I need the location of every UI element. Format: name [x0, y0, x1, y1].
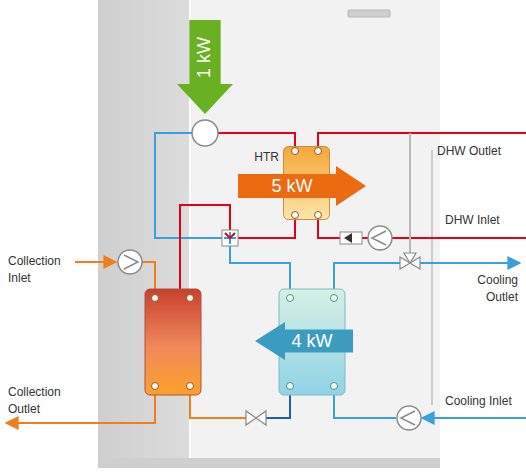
- port-label: Collection Inlet: [8, 253, 70, 287]
- evap-pipe: [230, 246, 290, 297]
- arrow-body: [255, 322, 353, 360]
- port-label: Cooling Outlet: [452, 272, 518, 306]
- check-valve: [340, 232, 362, 244]
- pump-symbols: [118, 226, 421, 430]
- expansion-valve: [246, 411, 266, 425]
- cabinet-base: [98, 458, 440, 468]
- cooling-inlet-pipe: [422, 417, 526, 419]
- condenser-pipe: [180, 205, 230, 297]
- dhw-inlet-pipe: [392, 237, 526, 239]
- port: [292, 148, 299, 155]
- power-value: 1 kW: [194, 36, 215, 77]
- hot-gas-pipe: [218, 133, 295, 150]
- pipes: [6, 133, 526, 423]
- power-value: 4 kW: [291, 331, 332, 352]
- power-value: 5 kW: [271, 176, 312, 197]
- collection-heat-exchanger: [145, 289, 201, 395]
- port-label: Cooling Inlet: [445, 393, 523, 410]
- port-label: Collection Outlet: [8, 384, 70, 418]
- power-arrow: 1 kW: [177, 20, 233, 114]
- ports: [287, 295, 338, 390]
- three-way-valve: [400, 253, 420, 269]
- port-label: DHW Inlet: [445, 212, 523, 229]
- ports: [152, 295, 194, 390]
- cabinet: [98, 0, 440, 458]
- bypass-pipe: [409, 133, 411, 255]
- port: [292, 212, 299, 219]
- compressor: [192, 120, 218, 146]
- arrow-body: [238, 166, 366, 206]
- component-label: HTR: [254, 150, 279, 164]
- check-valve-symbol: [344, 233, 352, 243]
- cooling-outlet-pipe: [418, 262, 520, 264]
- suction-pipe: [155, 133, 222, 238]
- collection-inlet-pipe: [75, 261, 116, 263]
- port: [315, 212, 322, 219]
- cooling-arrow: 4 kW: [255, 322, 353, 360]
- panel-line: [431, 150, 433, 405]
- arrow-body: [177, 20, 233, 114]
- port-label: DHW Outlet: [437, 143, 523, 160]
- heat-arrow: 5 kW: [238, 166, 366, 206]
- front-panel: [190, 0, 440, 458]
- port: [315, 148, 322, 155]
- handle: [348, 10, 390, 17]
- four-way-valve: [222, 230, 238, 246]
